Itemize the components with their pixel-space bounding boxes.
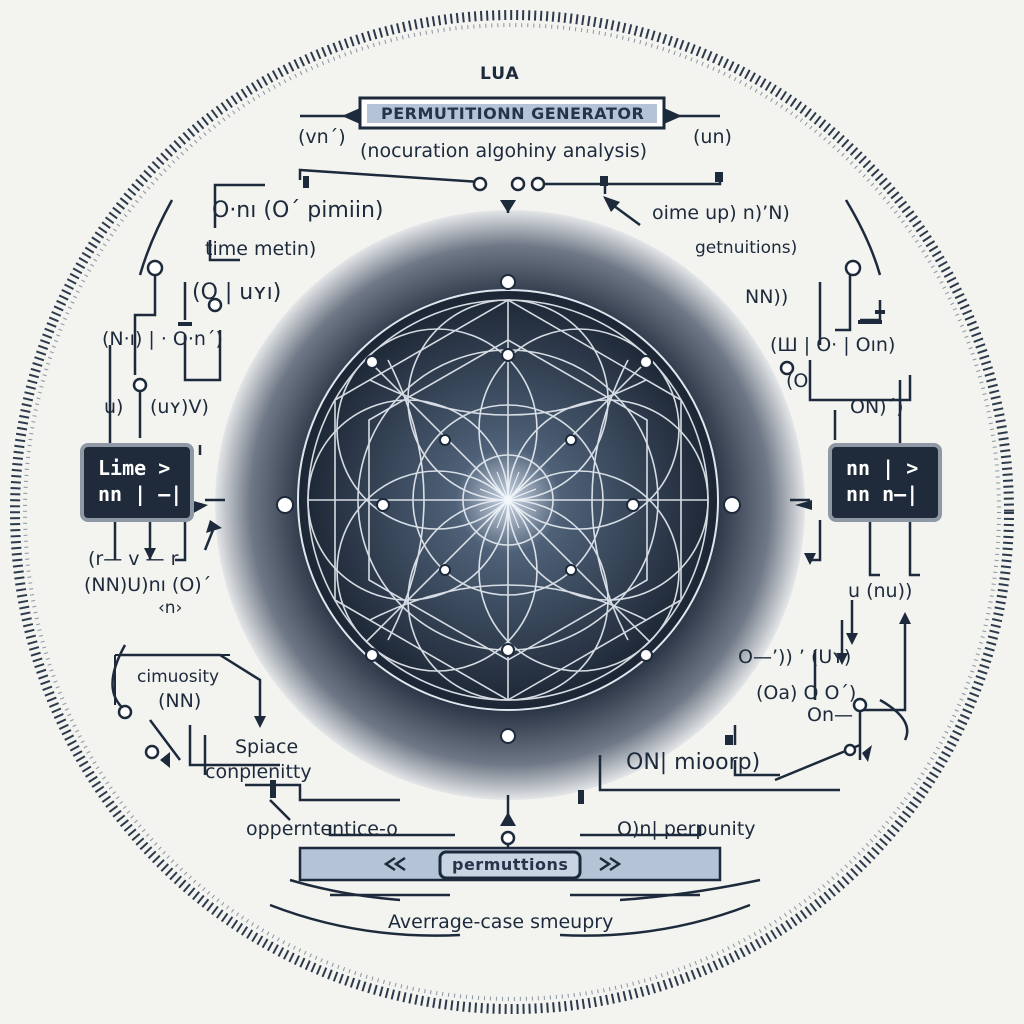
subtitle: (nocuration algohiny analysis) bbox=[360, 140, 648, 162]
left-panel-title-2: (NN) bbox=[158, 690, 202, 712]
notation-left-3: (O | uʏı) bbox=[192, 280, 282, 305]
mandala-nodes bbox=[276, 274, 741, 744]
notation-right-5: (O bbox=[786, 370, 809, 392]
outer-dotted-ring-inner bbox=[23, 23, 1001, 1001]
notation-right-8: O—’)) ’ (Uʏ) bbox=[738, 646, 852, 668]
left-box-line-1: Lime > bbox=[98, 456, 171, 480]
left-panel-label-1: Spiace bbox=[235, 736, 299, 758]
flow-lines bbox=[108, 114, 920, 937]
top-banner-fill bbox=[367, 104, 657, 123]
notation-left-9: ‹n› bbox=[158, 598, 183, 618]
notation-left-8: (NN)U)nı (O)´ bbox=[84, 574, 212, 596]
notation-right-3: NN)) bbox=[745, 286, 789, 308]
right-box-bg bbox=[828, 443, 942, 522]
language-label: LUA bbox=[480, 64, 520, 84]
notation-bottom-right: O)n| perpunity bbox=[617, 818, 756, 840]
footer-label: Averrage-case smeupry bbox=[388, 911, 614, 933]
connector-ticks bbox=[178, 172, 885, 804]
permutation-mandala bbox=[307, 299, 709, 701]
bottom-banner-chevrons bbox=[383, 856, 622, 872]
notation-right-1: oime up) n)’N) bbox=[652, 202, 790, 224]
notation-left-1: O·nı (O´ pimiin) bbox=[212, 198, 384, 223]
mandala-starburst bbox=[478, 470, 538, 530]
notation-right-11: ON| mioorp) bbox=[626, 750, 761, 775]
outer-dotted-ring bbox=[10, 10, 1014, 1014]
notation-left-6: (uʏ)V) bbox=[150, 396, 209, 418]
notation-right-4: (Ш | O· | Oın) bbox=[770, 334, 896, 356]
notation-left-2: time metin) bbox=[205, 238, 317, 260]
top-banner-arrow-right bbox=[664, 108, 682, 124]
top-banner-title: PERMUTITIONN GENERATOR bbox=[381, 104, 645, 123]
right-box-line-1: nn | > bbox=[846, 456, 919, 480]
notation-left-5: u) bbox=[104, 396, 124, 418]
notation-right-7: u (nu)) bbox=[848, 580, 913, 602]
notation-top-right: (un) bbox=[693, 126, 732, 148]
notation-right-2: getnuitions) bbox=[695, 238, 798, 258]
bottom-banner-title: permuttions bbox=[452, 855, 569, 874]
left-panel-title-1: cimuosity bbox=[137, 667, 220, 687]
notation-left-4: (N·ı) | · O·n´) bbox=[102, 328, 223, 350]
notation-top-left: (vn´) bbox=[298, 126, 346, 148]
left-panel-label-2: conplenitty bbox=[205, 761, 312, 783]
connector-nodes bbox=[117, 176, 868, 846]
bottom-banner-plate bbox=[438, 850, 582, 880]
notation-bottom-left: opperntentice-o bbox=[246, 818, 398, 840]
arrowheads bbox=[144, 196, 911, 826]
top-banner-arrow-left bbox=[342, 108, 360, 124]
left-panel-bracket bbox=[114, 654, 230, 705]
left-box-line-2: nn | —| bbox=[98, 482, 183, 506]
notation-left-7: (r— v — r bbox=[88, 548, 179, 570]
left-box-bg bbox=[80, 443, 194, 522]
notation-right-9: (Oa) O O´) bbox=[756, 682, 857, 704]
notation-right-6: ON)´) bbox=[850, 396, 904, 418]
right-box-line-2: nn n—| bbox=[846, 482, 919, 506]
notation-right-10: On— bbox=[807, 704, 853, 726]
